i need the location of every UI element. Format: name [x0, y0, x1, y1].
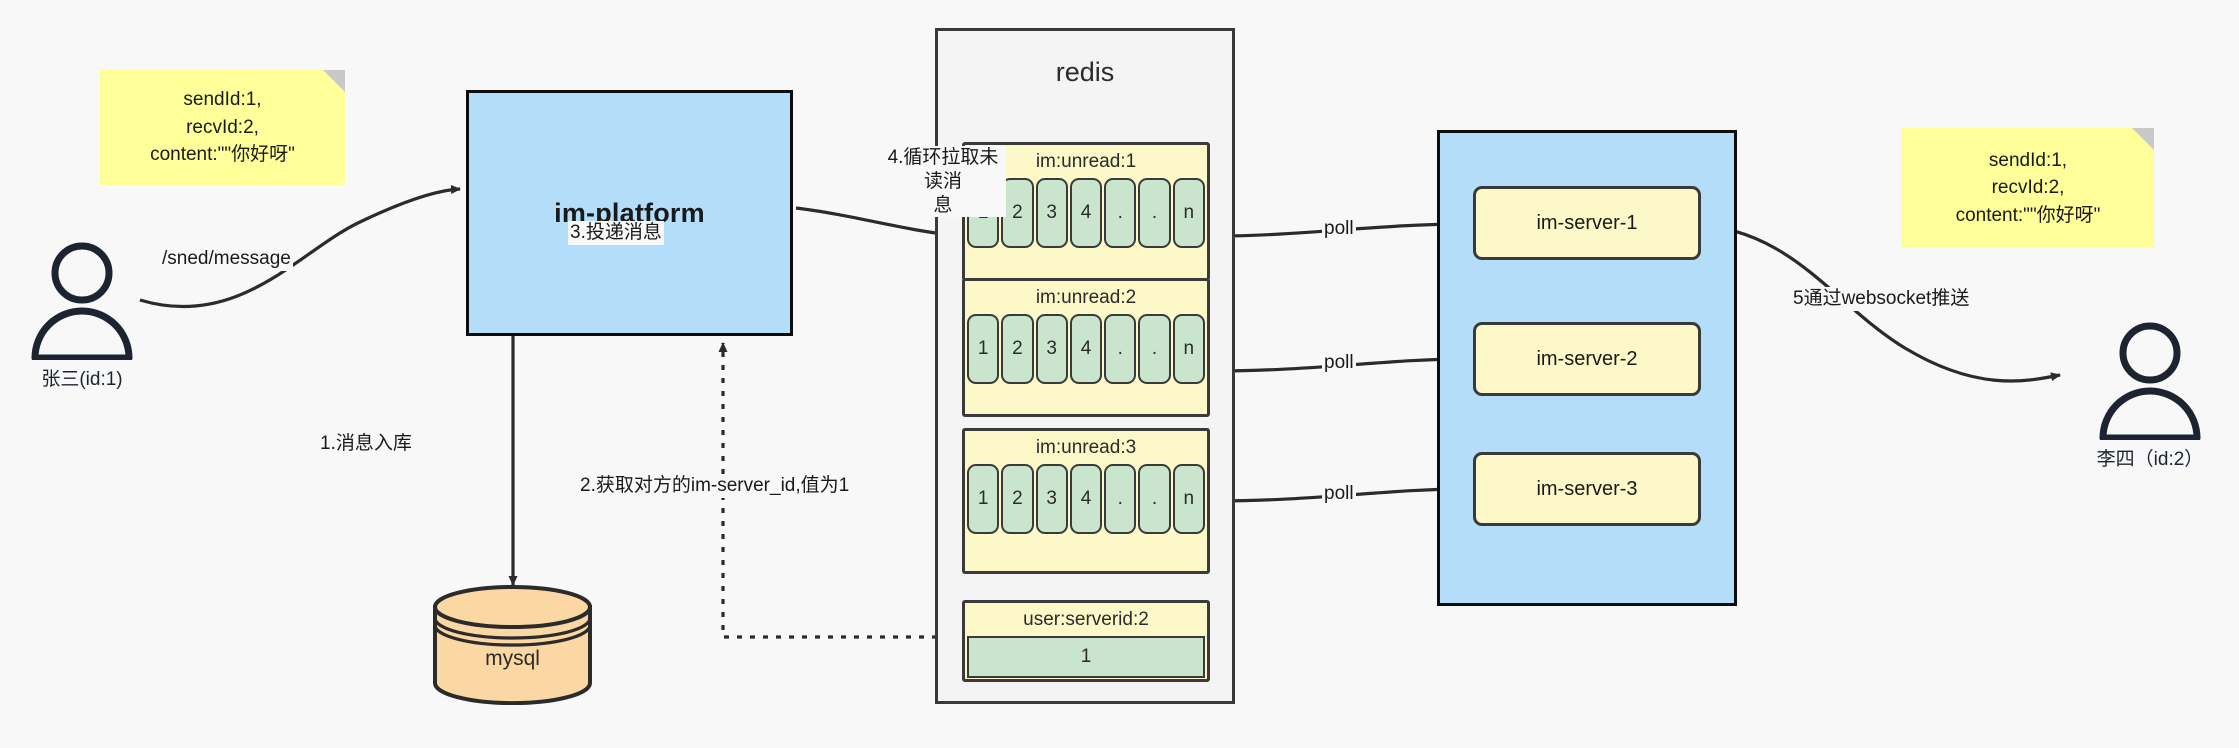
im-platform-box[interactable]: im-platform: [466, 90, 793, 336]
redis-key-label: im:unread:2: [1035, 286, 1137, 308]
queue-cell: .: [1138, 464, 1171, 534]
im-server-1-label: im-server-1: [1536, 211, 1638, 234]
redis-key-cells: 1 2 3 4 . . n: [965, 314, 1207, 386]
sticky-note-receiver: sendId:1, recvId:2, content:""你好呀": [1902, 128, 2154, 248]
queue-cell: .: [1138, 314, 1171, 384]
queue-cell: 3: [1035, 178, 1068, 248]
sticky-note-sender-text: sendId:1, recvId:2, content:""你好呀": [150, 89, 295, 166]
edge-label-step1: 1.消息入库: [318, 432, 414, 456]
im-server-1-node[interactable]: im-server-1: [1473, 186, 1701, 260]
queue-cell: 1: [967, 464, 1000, 534]
mysql-database[interactable]: mysql: [430, 585, 595, 705]
queue-cell: 2: [1001, 314, 1034, 384]
redis-key-label: im:unread:3: [1035, 436, 1137, 458]
queue-cell: .: [1104, 464, 1137, 534]
edge-label-step5: 5通过websocket推送: [1791, 287, 1972, 311]
queue-cell: n: [1172, 314, 1205, 384]
sticky-note-sender: sendId:1, recvId:2, content:""你好呀": [100, 70, 345, 185]
queue-cell: 4: [1069, 178, 1103, 248]
mysql-label: mysql: [485, 647, 540, 670]
edge-label-poll-2: poll: [1322, 351, 1356, 375]
edge-label-send-message: /sned/message: [160, 247, 293, 271]
redis-key-label: im:unread:1: [1035, 150, 1137, 172]
queue-cell: 3: [1035, 314, 1068, 384]
redis-key-label: user:serverid:2: [1023, 608, 1149, 630]
redis-key-value: 1: [967, 636, 1205, 678]
user-icon: [31, 242, 133, 360]
im-server-2-node[interactable]: im-server-2: [1473, 322, 1701, 396]
queue-cell: 3: [1035, 464, 1068, 534]
database-cylinder-icon: [433, 585, 592, 705]
queue-cell: n: [1172, 464, 1205, 534]
redis-key-cells: 1 2 3 4 . . n: [965, 178, 1207, 250]
im-server-3-label: im-server-3: [1536, 477, 1638, 500]
redis-key-im-unread-2[interactable]: im:unread:2 1 2 3 4 . . n: [962, 278, 1210, 417]
edge-label-step2: 2.获取对方的im-server_id,值为1: [578, 474, 852, 498]
sticky-note-receiver-text: sendId:1, recvId:2, content:""你好呀": [1955, 149, 2101, 226]
actor-sender-label: 张三(id:1): [41, 369, 123, 390]
edge-label-poll-1: poll: [1322, 217, 1356, 241]
edge-label-step3: 3.投递消息: [568, 221, 664, 245]
queue-cell: 2: [1001, 178, 1034, 248]
actor-receiver-label: 李四（id:2）: [2096, 449, 2204, 470]
redis-key-im-unread-3[interactable]: im:unread:3 1 2 3 4 . . n: [962, 428, 1210, 574]
im-server-3-node[interactable]: im-server-3: [1473, 452, 1701, 526]
queue-cell: 1: [967, 314, 1000, 384]
user-icon: [2099, 322, 2201, 440]
queue-cell: 4: [1069, 314, 1103, 384]
note-fold-icon: [2132, 128, 2154, 150]
im-server-2-label: im-server-2: [1536, 347, 1638, 370]
redis-key-cells: 1 2 3 4 . . n: [965, 464, 1207, 536]
queue-cell: .: [1104, 178, 1137, 248]
actor-sender: 张三(id:1): [22, 240, 142, 391]
queue-cell: .: [1138, 178, 1171, 248]
actor-receiver: 李四（id:2）: [2090, 320, 2210, 471]
note-fold-icon: [323, 70, 345, 92]
edge-label-step4: 4.循环拉取未读消 息: [880, 146, 1006, 218]
redis-title: redis: [1055, 57, 1115, 87]
queue-cell: .: [1104, 314, 1137, 384]
queue-cell: n: [1172, 178, 1205, 248]
edge-label-poll-3: poll: [1322, 482, 1356, 506]
queue-cell: 2: [1001, 464, 1034, 534]
redis-key-user-serverid-2[interactable]: user:serverid:2 1: [962, 600, 1210, 682]
queue-cell: 4: [1069, 464, 1103, 534]
